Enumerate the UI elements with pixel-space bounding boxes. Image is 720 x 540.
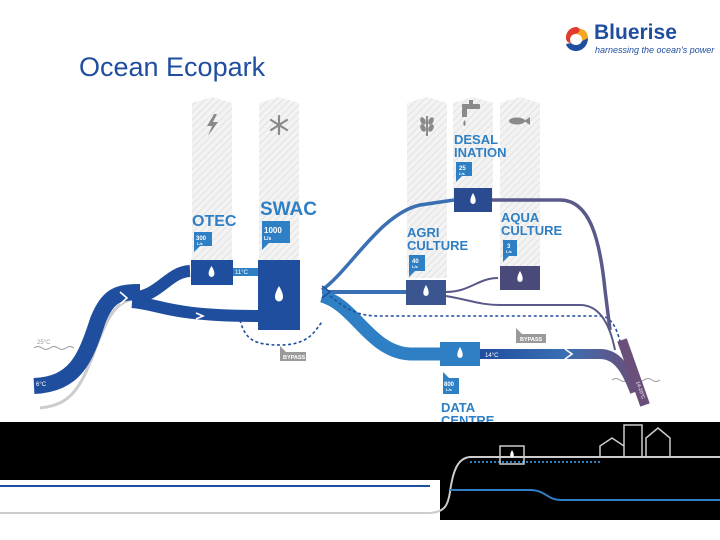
data-centre-value: 800 <box>444 382 455 388</box>
data-centre-value-tag <box>443 378 459 394</box>
arrow-head-4 <box>564 348 574 360</box>
bottom-band-footer <box>0 520 720 540</box>
output-columns <box>192 97 540 278</box>
desal-drop-icon <box>470 193 476 204</box>
logo-tagline: harnessing the ocean's power <box>595 45 715 55</box>
aqua-label-2: CULTURE <box>501 223 562 238</box>
bluerise-swirl-icon <box>566 27 588 51</box>
bypass-label-2: BYPASS <box>520 337 543 343</box>
bypass-tag-2 <box>516 334 546 343</box>
sea-surface-line-left <box>33 346 75 350</box>
desal-unit-label: L/s <box>459 171 466 176</box>
outfall-pipe <box>617 338 650 407</box>
arrow-head-1 <box>119 291 129 305</box>
flow-to-otec <box>131 265 191 304</box>
otec-value-tag <box>194 232 212 246</box>
temp-deep: 6°C <box>36 382 47 388</box>
band-buildings <box>599 424 671 458</box>
aqua-output-column <box>500 97 540 268</box>
fish-icon <box>509 117 530 125</box>
bypass-label-1: BYPASS <box>283 355 306 361</box>
tap-icon <box>462 100 480 126</box>
data-centre-outlet <box>480 349 640 394</box>
arrow-head-2 <box>195 312 206 320</box>
swac-output-column <box>259 97 299 262</box>
desal-label-1: DESAL <box>454 132 498 147</box>
data-centre-unit-label: L/s <box>446 387 453 392</box>
otec-output-column <box>192 97 232 262</box>
agri-unit-label: L/s <box>412 264 419 269</box>
flow-to-desal <box>320 198 455 292</box>
swac-value-tag <box>262 221 290 243</box>
otec-value: 300 <box>196 236 207 242</box>
aqua-drop-icon <box>517 271 523 282</box>
bluerise-logo: Bluerise harnessing the ocean's power <box>562 21 715 58</box>
flow-to-swac <box>131 296 259 322</box>
band-blue-line <box>450 489 720 501</box>
wheat-icon <box>420 116 434 136</box>
agri-drop-icon <box>423 285 429 296</box>
arrow-head-3 <box>321 285 332 299</box>
data-centre-label-1: DATA <box>441 400 476 415</box>
band-unit-box <box>499 445 525 465</box>
agri-value: 40 <box>412 259 419 265</box>
desal-value: 25 <box>459 166 466 172</box>
aqua-value: 3 <box>507 244 511 250</box>
desal-label-2: INATION <box>454 145 506 160</box>
agri-output-column <box>407 97 447 278</box>
temp-data-out: 14°C <box>485 353 499 359</box>
logo-name: Bluerise <box>594 21 677 44</box>
desal-outlet-line <box>492 198 612 331</box>
snowflake-icon <box>269 114 289 136</box>
deep-intake-pipe <box>33 284 141 394</box>
data-centre-drop-icon <box>457 347 463 358</box>
agri-outlet-line <box>445 295 616 351</box>
temp-swac-out: 10°C <box>302 292 316 298</box>
dashed-bypass-main <box>329 295 623 351</box>
agri-to-aqua-flow <box>445 277 499 293</box>
bypass-tag-1 <box>280 352 306 361</box>
otec-drop-icon <box>208 266 215 277</box>
agri-value-tag <box>409 255 425 271</box>
lightning-icon <box>207 114 218 136</box>
page-title: Ocean Ecopark <box>79 52 266 82</box>
aqua-value-tag <box>503 240 517 256</box>
otec-unit-label: L/s <box>197 241 204 246</box>
agri-label-2: CULTURE <box>407 238 468 253</box>
aqua-label-1: AQUA <box>501 210 540 225</box>
swac-label: SWAC <box>260 199 317 220</box>
agri-label-1: AGRI <box>407 225 440 240</box>
aqua-unit-label: L/s <box>506 249 513 254</box>
swac-drop-icon <box>275 286 283 302</box>
otec-label: OTEC <box>192 213 237 230</box>
flow-to-data <box>319 289 440 361</box>
swac-bypass-line <box>239 319 323 346</box>
temp-surface: 25°C <box>37 340 51 346</box>
temp-otec-out: 11°C <box>235 270 249 276</box>
desal-value-tag <box>456 162 472 176</box>
band-shore-line <box>0 456 720 514</box>
swac-value: 1000 <box>264 226 282 235</box>
swac-unit-label: L/s <box>264 236 271 242</box>
